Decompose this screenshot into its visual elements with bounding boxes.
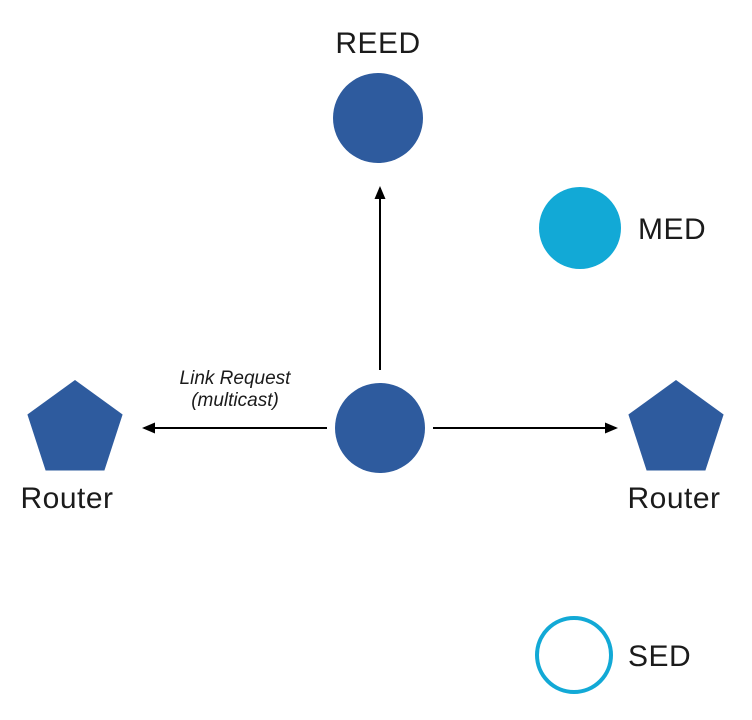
med-circle-icon (539, 187, 621, 269)
reed-node: REED (333, 27, 423, 163)
center-node (335, 383, 425, 473)
sed-label: SED (628, 640, 691, 673)
annotation-line2: (multicast) (191, 390, 279, 411)
reed-circle-icon (333, 73, 423, 163)
router-right-pentagon-icon (628, 380, 724, 471)
router-right-label: Router (627, 482, 720, 515)
router-left-pentagon-icon (27, 380, 123, 471)
link-request-annotation: Link Request (multicast) (180, 368, 292, 411)
sed-circle-icon (535, 616, 613, 694)
med-node: MED (539, 187, 706, 269)
annotation-line1: Link Request (180, 368, 292, 389)
reed-label: REED (335, 27, 420, 60)
sed-node: SED (535, 616, 691, 694)
router-left-label: Router (20, 482, 113, 515)
router-right-node: Router (627, 380, 724, 515)
center-circle-icon (335, 383, 425, 473)
med-label: MED (638, 213, 706, 246)
router-left-node: Router (20, 380, 123, 515)
